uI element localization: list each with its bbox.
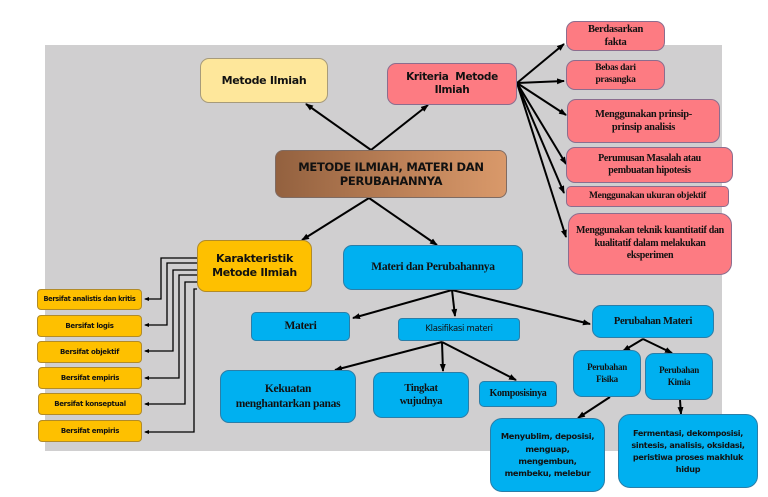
karakteristik-item-label: Bersifat empiris <box>60 426 120 435</box>
node-perubahan-fisika: Perubahan Fisika <box>573 350 641 397</box>
contoh-fisika-label: Menyublim, deposisi, menguap, mengembun,… <box>500 431 595 479</box>
edge-karakteristik-6 <box>144 288 197 434</box>
edge-karakteristik-1 <box>144 257 197 301</box>
node-contoh-perubahan-fisika: Menyublim, deposisi, menguap, mengembun,… <box>490 418 605 492</box>
edge-mdp-perubahan <box>451 289 591 326</box>
kriteria-item-label: Berdasarkan fakta <box>587 23 644 48</box>
kriteria-item: Bebas dari prasangka <box>566 60 665 90</box>
kriteria-item: Berdasarkan fakta <box>566 21 665 51</box>
center-title-label: METODE ILMIAH, MATERI DAN PERUBAHANNYA <box>298 159 484 188</box>
node-perubahan-kimia-label: Perubahan Kimia <box>659 365 699 387</box>
contoh-kimia-label: Fermentasi, dekomposisi, sintesis, anali… <box>631 427 745 475</box>
edge-karakteristik-2 <box>144 262 197 327</box>
edge-karakteristik-4 <box>144 274 197 380</box>
edge-mdp-klasifikasi <box>451 289 458 317</box>
edge-kriteria-4 <box>516 82 567 165</box>
edge-klas-tingkat <box>439 341 446 372</box>
edge-karakteristik-5 <box>144 281 197 406</box>
node-materi-label: Materi <box>284 320 317 333</box>
edge-kriteria-5 <box>516 82 565 194</box>
node-center-title: METODE ILMIAH, MATERI DAN PERUBAHANNYA <box>275 150 507 198</box>
edge-karakteristik-3 <box>144 269 197 353</box>
node-kekuatan-label: Kekuatan menghantarkan panas <box>235 383 341 410</box>
node-perubahan-kimia: Perubahan Kimia <box>645 353 713 400</box>
karakteristik-item: Bersifat logis <box>37 315 142 337</box>
edge-center-karakteristik <box>301 197 370 241</box>
kriteria-item: Perumusan Masalah atau pembuatan hipotes… <box>566 147 733 183</box>
edge-kriteria-6 <box>516 82 567 238</box>
node-perubahan-materi: Perubahan Materi <box>592 305 714 338</box>
node-metode-ilmiah-label: Metode Ilmiah <box>221 73 307 87</box>
kriteria-item-label: Menggunakan teknik kuantitatif dan kuali… <box>576 225 724 262</box>
edge-klas-komposisi <box>441 341 517 381</box>
karakteristik-item-label: Bersifat logis <box>65 321 114 330</box>
kriteria-item-label: Bebas dari prasangka <box>595 63 636 85</box>
kriteria-item-label: Menggunakan ukuran objektif <box>588 190 706 201</box>
node-perubahan-materi-label: Perubahan Materi <box>613 315 693 327</box>
node-metode-ilmiah: Metode Ilmiah <box>200 58 328 103</box>
node-contoh-perubahan-kimia: Fermentasi, dekomposisi, sintesis, anali… <box>618 414 758 488</box>
karakteristik-item: Bersifat empiris <box>38 367 142 389</box>
kriteria-item-label: Menggunakan prinsip-prinsip analisis <box>595 108 692 133</box>
node-karakteristik: Karakteristik Metode Ilmiah <box>197 240 312 292</box>
edge-klas-kekuatan <box>334 341 443 372</box>
kriteria-item: Menggunakan teknik kuantitatif dan kuali… <box>568 213 732 275</box>
node-komposisinya-label: Komposisinya <box>489 387 547 399</box>
karakteristik-item: Bersifat empiris <box>38 420 142 442</box>
kriteria-item: Menggunakan ukuran objektif <box>566 186 729 207</box>
karakteristik-item-label: Bersifat konseptual <box>54 399 126 408</box>
edge-kimia-contoh <box>677 399 684 415</box>
edge-center-metode <box>305 103 372 151</box>
node-materi: Materi <box>251 312 350 341</box>
edge-perubahan-kimia <box>642 338 673 354</box>
karakteristik-item-label: Bersifat analistis dan kritis <box>43 295 136 304</box>
edge-kriteria-2 <box>516 78 565 85</box>
edge-center-materi <box>368 197 438 246</box>
node-tingkat-wujudnya: Tingkat wujudnya <box>373 372 469 418</box>
node-komposisinya: Komposisinya <box>479 381 557 407</box>
node-materi-dan-perubahannya: Materi dan Perubahannya <box>343 245 523 290</box>
kriteria-item: Menggunakan prinsip-prinsip analisis <box>567 99 720 143</box>
karakteristik-item: Bersifat analistis dan kritis <box>37 289 142 310</box>
karakteristik-item-label: Bersifat objektif <box>60 347 119 356</box>
node-klasifikasi-materi: Klasifikasi materi <box>398 318 520 341</box>
node-kriteria: Kriteria Metode Ilmiah <box>387 63 517 105</box>
karakteristik-item: Bersifat konseptual <box>38 393 142 415</box>
edge-fisika-contoh <box>577 396 611 419</box>
edge-mdp-materi <box>352 289 453 319</box>
node-karakteristik-label: Karakteristik Metode Ilmiah <box>212 252 297 279</box>
node-materi-dan-perubahannya-label: Materi dan Perubahannya <box>371 261 495 274</box>
karakteristik-item-label: Bersifat empiris <box>60 373 120 382</box>
edge-kriteria-3 <box>516 82 567 116</box>
karakteristik-item: Bersifat objektif <box>37 341 142 363</box>
kriteria-item-label: Perumusan Masalah atau pembuatan hipotes… <box>598 152 701 177</box>
edge-perubahan-fisika <box>622 338 644 352</box>
node-perubahan-fisika-label: Perubahan Fisika <box>587 362 627 384</box>
node-tingkat-wujudnya-label: Tingkat wujudnya <box>399 382 443 407</box>
edge-kriteria-1 <box>516 43 565 84</box>
node-kekuatan-menghantarkan-panas: Kekuatan menghantarkan panas <box>220 370 356 423</box>
node-klasifikasi-materi-label: Klasifikasi materi <box>425 324 493 335</box>
node-kriteria-label: Kriteria Metode Ilmiah <box>406 70 502 96</box>
edge-center-kriteria <box>370 104 429 151</box>
